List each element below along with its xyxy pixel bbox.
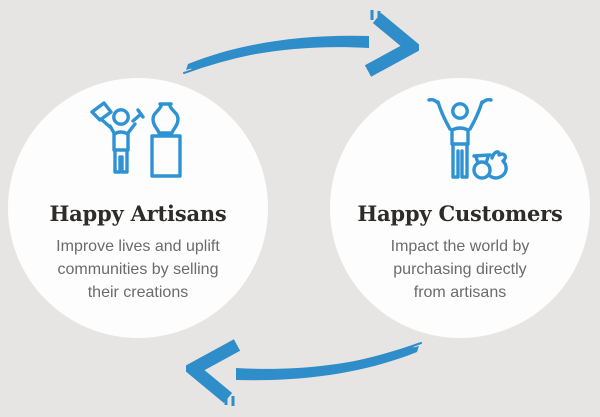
customers-circle: Happy Customers Impact the world by purc… [330,78,590,338]
brush-arrow-left-icon [186,339,422,406]
artisan-icon-wrap [89,94,187,186]
customers-description-line: Impact the world by [390,238,530,255]
artisans-description-line: their creations [87,284,189,301]
artisans-description-line: Improve lives and uplift [56,238,220,255]
artisans-circle: Happy Artisans Improve lives and uplift … [8,78,268,338]
artisans-description-line: communities by selling [57,261,219,278]
customer-celebrating-money-bag-icon [426,98,508,180]
customer-icon-wrap [413,94,508,186]
customers-description: Impact the world by purchasing directly … [391,235,530,304]
artisans-title: Happy Artisans [49,201,227,226]
customers-description-line: purchasing directly [393,261,527,278]
customers-title: Happy Customers [357,201,563,226]
artisan-hammer-vase-icon [89,101,182,178]
customers-description-line: from artisans [413,284,507,301]
artisans-description: Improve lives and uplift communities by … [56,235,220,304]
brush-arrow-right-icon [183,10,419,77]
